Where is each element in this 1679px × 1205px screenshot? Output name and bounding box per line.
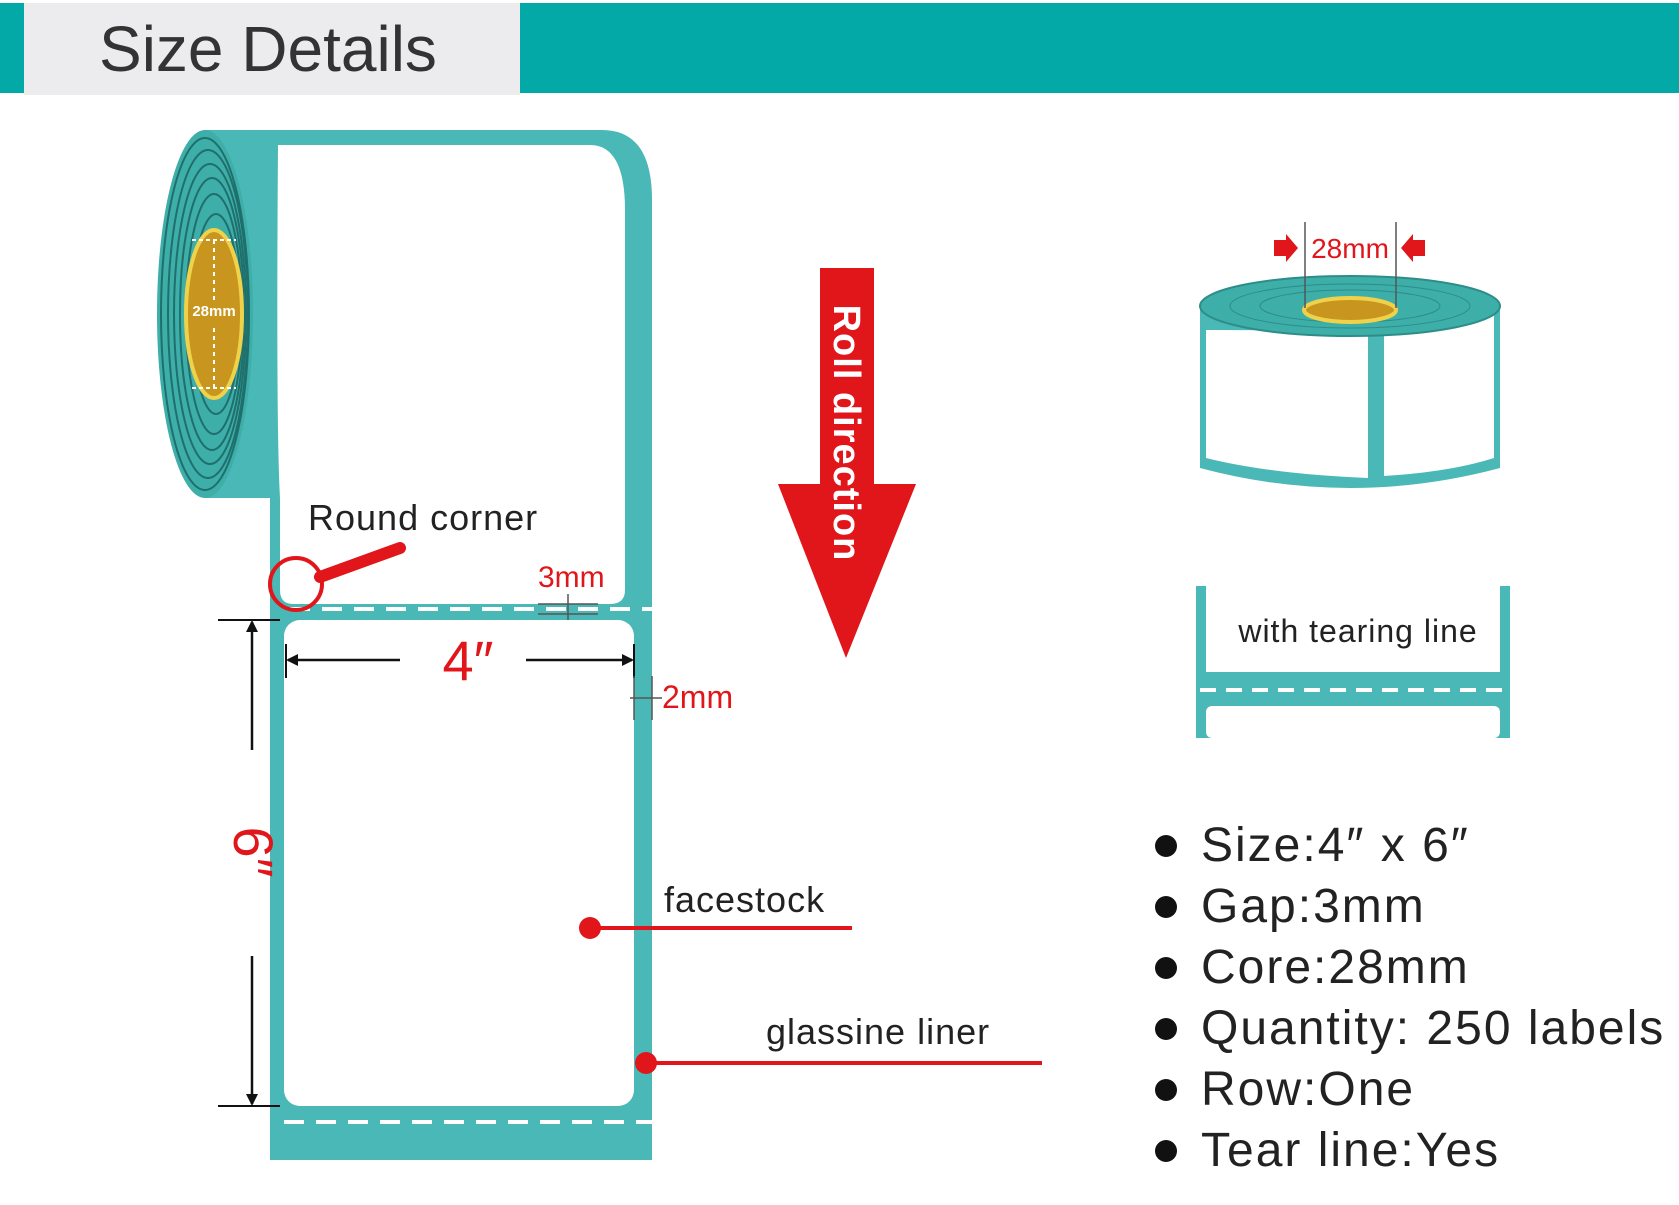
spec-list: Size:4″ x 6″ Gap:3mm Core:28mm Quantity:… xyxy=(1155,815,1665,1181)
margin-marker: 2mm xyxy=(630,676,733,720)
tear-line-sample: with tearing line xyxy=(1196,586,1510,738)
roll-direction-arrow: Roll direction xyxy=(778,268,916,658)
round-corner-label: Round corner xyxy=(308,497,538,538)
width-label: 4″ xyxy=(443,629,494,692)
liner-label: glassine liner xyxy=(766,1011,990,1052)
height-dimension: 6″ xyxy=(218,619,285,1107)
spec-row: Row:One xyxy=(1155,1059,1665,1120)
bullet-icon xyxy=(1155,1017,1177,1040)
spec-core: Core:28mm xyxy=(1155,937,1665,998)
spec-tear-line: Tear line:Yes xyxy=(1155,1120,1665,1181)
spec-size: Size:4″ x 6″ xyxy=(1155,815,1665,876)
margin-label: 2mm xyxy=(662,679,733,715)
label-main xyxy=(284,620,634,1106)
facestock-label: facestock xyxy=(664,879,825,920)
roll-perspective-view: 28mm xyxy=(1199,222,1501,488)
liner-callout: glassine liner xyxy=(635,1011,1042,1074)
width-dimension: 4″ xyxy=(285,629,635,692)
bullet-icon xyxy=(1155,895,1177,918)
bullet-icon xyxy=(1155,834,1177,857)
small-roll-core-label: 28mm xyxy=(1311,233,1389,264)
roll-side-view: 28mm xyxy=(157,130,280,498)
facestock-callout: facestock xyxy=(579,879,852,939)
bullet-icon xyxy=(1155,1139,1177,1162)
height-label: 6″ xyxy=(222,827,285,878)
label-top xyxy=(277,145,625,604)
gap-label: 3mm xyxy=(538,561,605,594)
bullet-icon xyxy=(1155,1078,1177,1101)
tear-sample-label: with tearing line xyxy=(1237,613,1477,649)
round-corner-callout: Round corner xyxy=(268,497,538,612)
roll-core xyxy=(184,228,244,400)
page-title: Size Details xyxy=(99,13,437,85)
header-tab: Size Details xyxy=(24,3,520,95)
bullet-icon xyxy=(1155,956,1177,979)
roll-core-label: 28mm xyxy=(192,303,235,320)
roll-direction-label: Roll direction xyxy=(825,305,867,562)
small-roll-core xyxy=(1302,296,1398,324)
spec-quantity: Quantity: 250 labels xyxy=(1155,998,1665,1059)
spec-gap: Gap:3mm xyxy=(1155,876,1665,937)
gap-marker: 3mm xyxy=(538,561,605,620)
